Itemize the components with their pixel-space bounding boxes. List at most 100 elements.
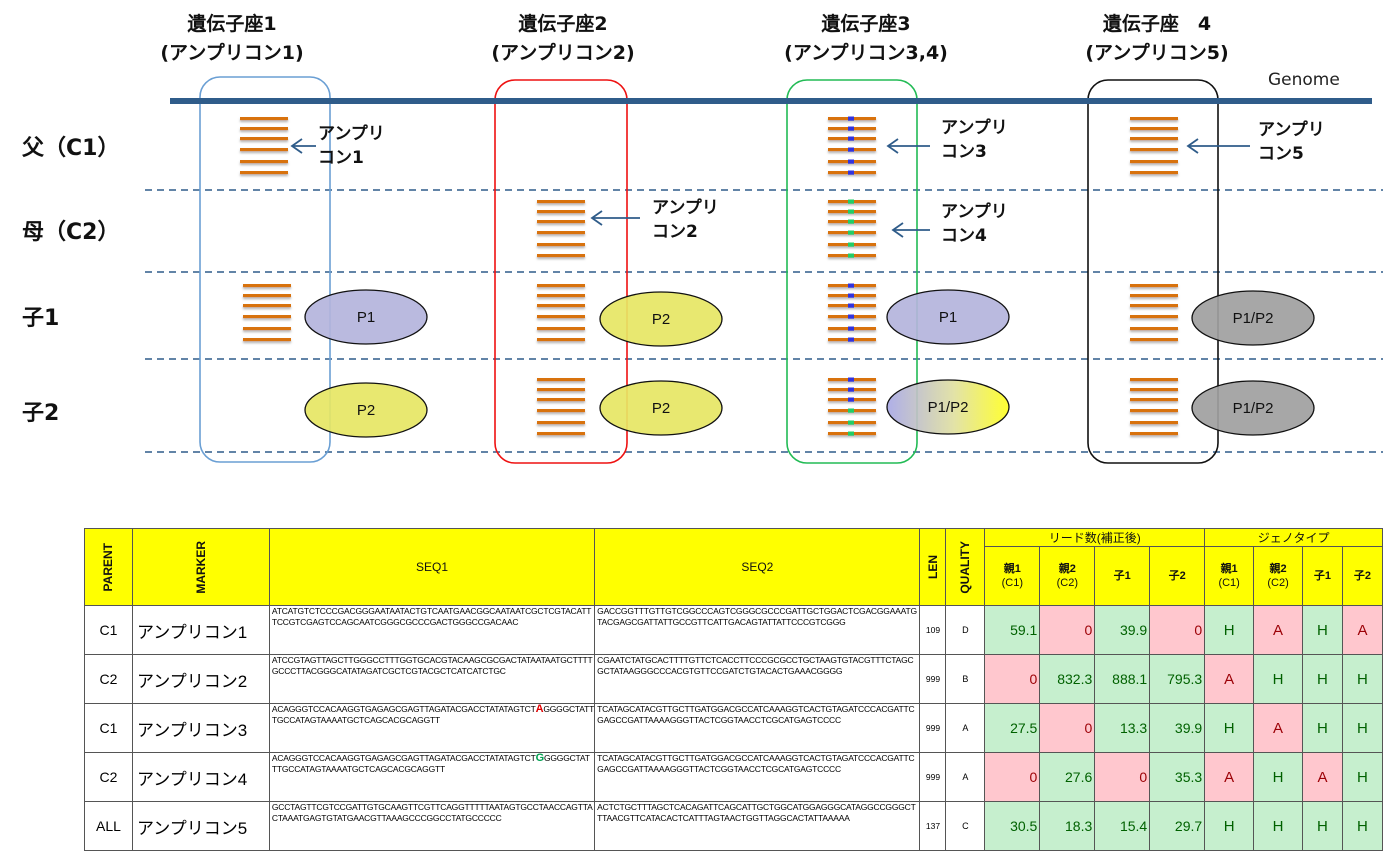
snp-base: A (535, 703, 544, 715)
snp-marker (848, 293, 854, 298)
seq1-cell: ACAGGGTCCACAAGGTGAGAGCGAGTTAGATACGACCTAT… (268, 703, 596, 753)
snp-marker (848, 420, 854, 425)
header-sub-label: 子2 (1353, 570, 1372, 582)
amplicon-read-bar (1130, 338, 1178, 342)
amplicon-read-bar (1130, 127, 1178, 131)
snp-marker (848, 253, 854, 258)
len-cell: 999 (919, 752, 947, 802)
amplicon-read-bar (1130, 137, 1178, 141)
quality-cell: B (945, 654, 986, 704)
read-count-cell: 27.6 (1039, 752, 1096, 802)
genotype-table: PARENT MARKER SEQ1 SEQ2 LEN QUALITY リード数… (84, 528, 1383, 851)
arrow-head (886, 138, 899, 154)
genotype-cell: H (1302, 703, 1343, 753)
genotype-cell: H (1253, 801, 1304, 851)
header-sub-label: 親2 (1269, 563, 1287, 575)
marker-cell: アンプリコン5 (131, 801, 270, 851)
amplicon-read-bar (537, 398, 585, 402)
genotype-cell: A (1204, 752, 1255, 802)
locus-amplicon: (アンプリコン2) (491, 42, 635, 64)
callout-amplicon1: アンプリ コン1 (318, 124, 385, 168)
snp-marker (848, 303, 854, 308)
header-reads-group: リード数(補正後) (984, 528, 1206, 547)
locus-box-3 (786, 79, 918, 464)
header-reads-1: 親1 (C1) (984, 546, 1041, 606)
genotype-cell: H (1253, 654, 1304, 704)
seq1-cell: ATCCGTAGTTAGCTTGGGCCTTTGGTGCACGTACAAGCGC… (268, 654, 596, 704)
genotype-ellipse-label: P1 (939, 309, 957, 326)
amplicon-read-bar (243, 338, 291, 342)
arrow-head (290, 138, 303, 154)
seq1-cell: ATCATGTCTCCCGACGGGAATAATACTGTCAATGAACGGC… (268, 605, 596, 655)
amplicon-read-bar (243, 327, 291, 331)
header-genotype-group: ジェノタイプ (1204, 528, 1383, 547)
header-sub-label: 親1 (1003, 563, 1021, 575)
row-label-mother: 母（C2） (22, 220, 120, 245)
seq2-cell: TCATAGCATACGTTGCTTGATGGACGCCATCAAAGGTCAC… (594, 703, 921, 753)
snp-base: G (535, 752, 545, 764)
amplicon-read-bar (537, 409, 585, 413)
marker-cell: アンプリコン3 (131, 703, 270, 753)
header-sub-label: 子1 (1113, 570, 1131, 582)
header-reads-2: 親2(C2) (1039, 546, 1096, 606)
header-reads-3: 子1 (1094, 546, 1151, 606)
genotype-cell: A (1204, 654, 1255, 704)
amplicon-read-bar (1130, 421, 1178, 425)
locus-name: 遺伝子座2 (518, 13, 608, 35)
genotype-cell: H (1341, 703, 1383, 753)
genotype-ellipse (1191, 290, 1315, 346)
amplicon-read-bar (1130, 160, 1178, 164)
locus-amplicon: (アンプリコン5) (1085, 42, 1229, 64)
read-count-cell: 59.1 (984, 605, 1041, 655)
snp-marker (848, 283, 854, 288)
genotype-cell: A (1253, 605, 1304, 655)
row-label-father: 父（C1） (22, 136, 120, 161)
locus-amplicon: (アンプリコン3,4) (784, 42, 948, 64)
genotype-ellipse-label: P1/P2 (928, 399, 969, 416)
read-count-cell: 27.5 (984, 703, 1041, 753)
locus-name: 遺伝子座 4 (1102, 13, 1212, 35)
snp-marker (848, 136, 854, 141)
amplicon-read-bar (537, 388, 585, 392)
header-genotype-1: 親1(C1) (1204, 546, 1255, 606)
genotype-cell: H (1302, 801, 1343, 851)
amplicon-read-bar (537, 243, 585, 247)
amplicon-read-bar (1130, 117, 1178, 121)
header-sub-code: (C1) (1001, 577, 1024, 589)
amplicon-read-bar (243, 284, 291, 288)
read-count-cell: 0 (984, 752, 1041, 802)
marker-cell: アンプリコン4 (131, 752, 270, 802)
quality-cell: D (945, 605, 986, 655)
locus-amplicon: (アンプリコン1) (160, 42, 304, 64)
arrow-head (891, 222, 904, 238)
row-label-child1: 子1 (22, 306, 60, 331)
parent-cell: ALL (84, 801, 133, 851)
amplicon-read-bar (537, 284, 585, 288)
snp-marker (848, 242, 854, 247)
amplicon-read-bar (1130, 148, 1178, 152)
amplicon-read-bar (1130, 171, 1178, 175)
len-cell: 999 (919, 703, 947, 753)
read-count-cell: 39.9 (1094, 605, 1151, 655)
amplicon-read-bar (1130, 409, 1178, 413)
header-genotype-3: 子1 (1302, 546, 1343, 606)
quality-cell: A (945, 703, 986, 753)
row-label-child2: 子2 (22, 401, 60, 426)
amplicon-read-bar (1130, 294, 1178, 298)
snp-marker (848, 159, 854, 164)
amplicon-read-bar (537, 338, 585, 342)
snp-marker (848, 126, 854, 131)
snp-marker (848, 314, 854, 319)
read-count-cell: 13.3 (1094, 703, 1151, 753)
snp-marker (848, 209, 854, 214)
amplicon-read-bar (1130, 284, 1178, 288)
amplicon-read-bar (537, 200, 585, 204)
snp-marker (848, 170, 854, 175)
amplicon-read-bar (537, 220, 585, 224)
